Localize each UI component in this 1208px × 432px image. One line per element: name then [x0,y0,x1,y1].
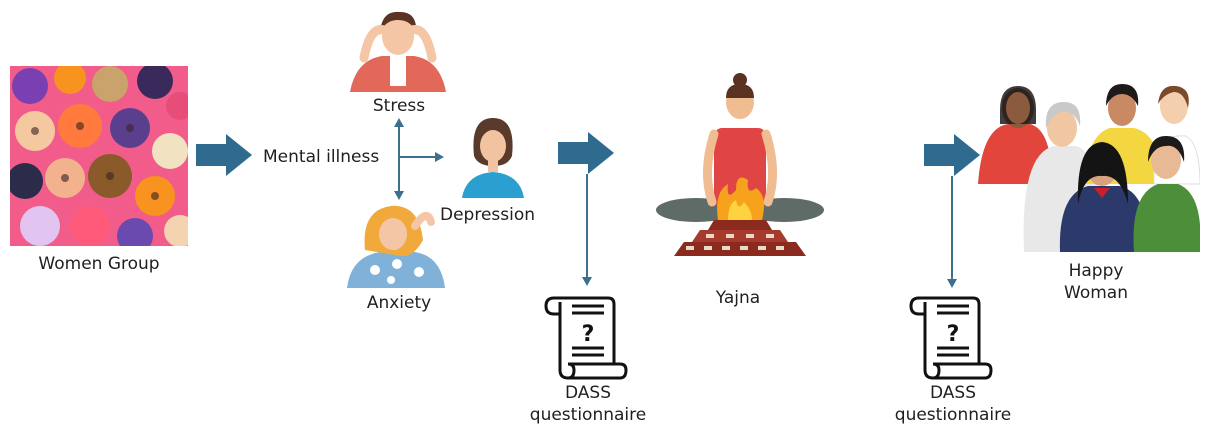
anxiety-illustration [345,200,447,288]
flow-arrow-2 [558,132,614,174]
dass-questionnaire-icon: ? [909,292,993,380]
svg-text:?: ? [582,322,595,347]
flow-arrow-3 [924,134,980,176]
depression-illustration [462,114,524,198]
women-group-illustration [7,62,196,254]
happy-woman-label: Happy Woman [1064,261,1128,303]
anxiety-label: Anxiety [366,293,432,313]
dass-1-connector [582,174,592,286]
svg-text:?: ? [947,322,960,347]
dass-questionnaire-icon: ? [544,292,628,380]
depression-label: Depression [440,205,536,225]
mental-illness-label: Mental illness [263,147,380,167]
flow-arrow-1 [196,134,252,176]
dass-2-connector [947,176,957,288]
stress-label: Stress [372,96,426,116]
yajna-label: Yajna [715,288,761,308]
yajna-illustration [656,72,824,276]
happy-women-illustration [978,84,1201,252]
stress-illustration [342,8,454,92]
mental-illness-connectors [394,118,444,200]
dass-2-label: DASS questionnaire [894,383,1012,425]
women-group-label: Women Group [38,254,160,274]
dass-1-label: DASS questionnaire [529,383,647,425]
